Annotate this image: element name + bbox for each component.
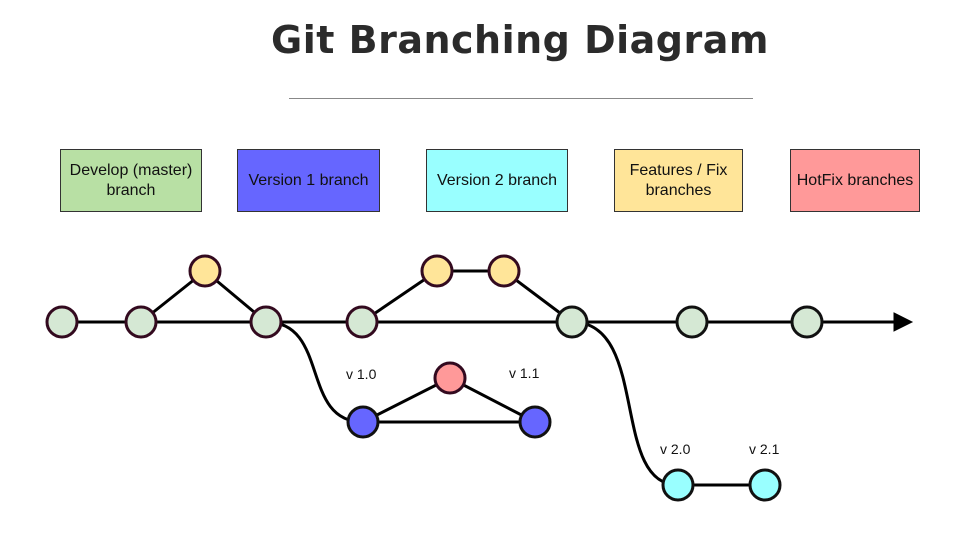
feature-commit-node [188,254,222,288]
legend-develop-branch: Develop (master) branch [60,149,202,212]
version-label-v2-0: v 2.0 [660,441,691,457]
develop-commit-node [249,305,283,339]
feature-commit-node [487,254,521,288]
graph-nodes [45,254,824,502]
legend-features-label: Features / Fix branches [629,161,728,199]
version-2-commit-node [661,468,695,502]
version-1-commit-node [346,405,380,439]
legend-develop-label: Develop (master) branch [69,161,193,199]
feature-commit-node [420,254,454,288]
main-arrowhead [893,312,914,332]
develop-commit-node [45,305,79,339]
title-divider [289,98,753,99]
version-2-commit-node [748,468,782,502]
graph-edges [62,269,914,487]
legend-hotfix-branches: HotFix branches [790,149,920,212]
legend-version-2-branch: Version 2 branch [426,149,568,212]
version-1-branch-edge [265,320,364,424]
develop-commit-node [345,305,379,339]
legend-features-fix-branches: Features / Fix branches [614,149,743,212]
hotfix-commit-node [433,361,467,395]
legend-v2-label: Version 2 branch [436,171,558,189]
version-label-v1-1: v 1.1 [509,365,540,381]
version-label-v2-1: v 2.1 [749,441,780,457]
develop-commit-node [675,305,709,339]
version-2-branch-edge [571,320,679,487]
version-label-v1-0: v 1.0 [346,366,377,382]
develop-commit-node [555,305,589,339]
feature-branch-2-edge [361,269,573,324]
page-title: Git Branching Diagram [271,18,769,62]
legend-v1-label: Version 1 branch [248,171,369,189]
develop-commit-node [124,305,158,339]
develop-commit-node [790,305,824,339]
version-1-commit-node [518,405,552,439]
legend-version-1-branch: Version 1 branch [237,149,380,212]
legend-hotfix-label: HotFix branches [796,171,914,189]
